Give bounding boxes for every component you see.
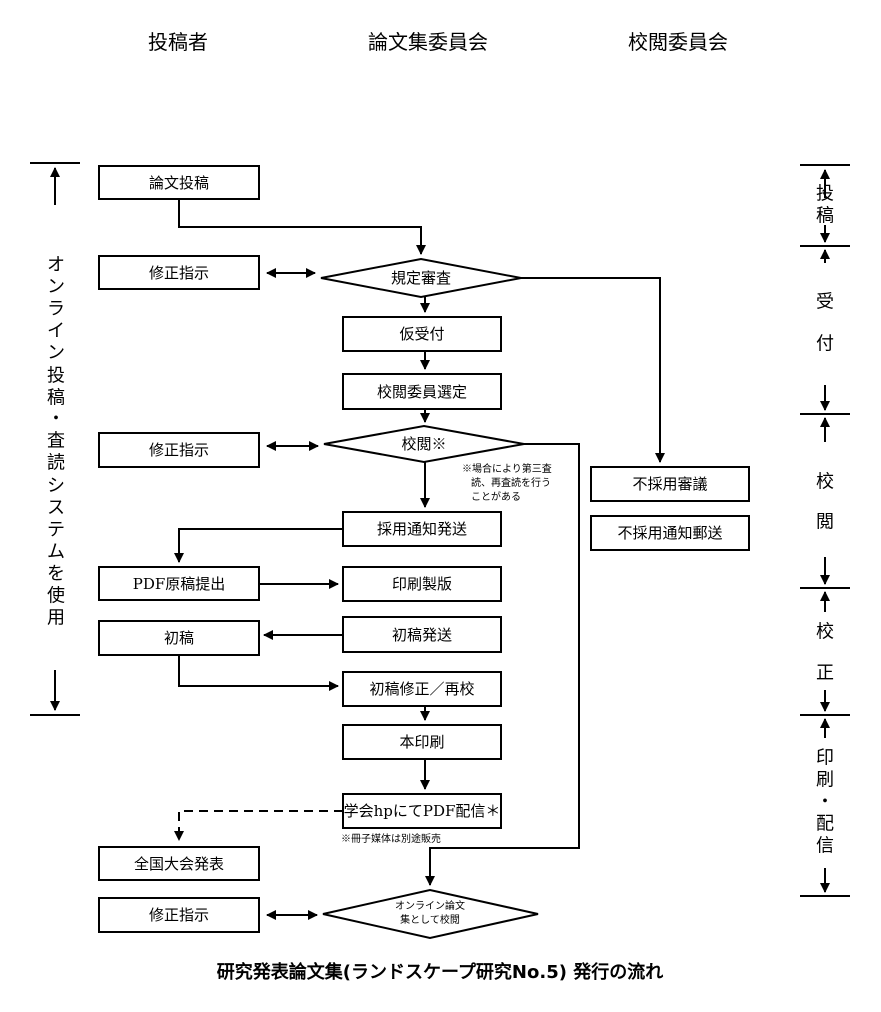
left-label-char: ラ [47, 299, 65, 320]
left-label-char: 使 [47, 586, 65, 607]
stage-submit-char: 稿 [816, 206, 834, 227]
left-label-char: シ [47, 476, 65, 497]
left-label-char: 稿 [47, 388, 65, 409]
label-review: 校閲※ [401, 435, 446, 453]
box-reviewer-select [342, 373, 502, 410]
label-final-print: 本印刷 [399, 733, 444, 751]
stage-proof-char: 校 [816, 622, 834, 643]
label-revision-2: 修正指示 [149, 441, 209, 459]
diamond-online-review [322, 888, 539, 940]
column-header-committee: 論文集委員会 [368, 30, 488, 54]
label-pdf-delivery: 学会hpにてPDF配信＊ [344, 802, 501, 820]
box-revision-2 [98, 432, 260, 468]
left-label-char: ム [47, 542, 65, 563]
left-label-char: イ [47, 321, 65, 342]
left-label-char: ン [47, 343, 65, 364]
label-online-review-line1: オンライン論文 [395, 899, 465, 912]
label-first-proof: 初稿 [164, 629, 194, 647]
stage-review-char: 閲 [816, 512, 834, 533]
stage-submit-char: 投 [816, 184, 834, 205]
label-print-plate: 印刷製版 [392, 575, 452, 593]
label-national-conference: 全国大会発表 [134, 855, 224, 873]
left-label-char: ン [47, 277, 65, 298]
box-rejection-notice [590, 515, 750, 551]
box-revision-1 [98, 255, 260, 290]
stage-accept-char: 受 [816, 292, 834, 313]
label-provisional: 仮受付 [399, 325, 444, 343]
box-national-conference [98, 846, 260, 881]
review-note-line1: ※場合により第三査 [462, 462, 552, 475]
label-rejection-notice: 不採用通知郵送 [617, 524, 722, 542]
left-label-char: ・ [47, 409, 65, 430]
left-label-char: 投 [47, 366, 65, 387]
box-rejection-deliberation [590, 466, 750, 502]
label-online-review-line2: 集として校閲 [400, 913, 460, 926]
left-label-char: 査 [47, 431, 65, 452]
stage-review-char: 校 [816, 472, 834, 493]
column-header-author: 投稿者 [148, 30, 208, 54]
stage-print-char: 配 [816, 814, 834, 835]
label-first-proof-send: 初稿発送 [392, 626, 452, 644]
stage-print-char: 刷 [816, 770, 834, 791]
stage-print-char: ・ [816, 792, 834, 813]
booklet-note: ※冊子媒体は別途販売 [341, 832, 441, 845]
left-label-char: ス [47, 498, 65, 519]
left-label-char: オ [47, 255, 65, 276]
stage-print-char: 信 [816, 836, 834, 857]
stage-print-char: 印 [816, 748, 834, 769]
box-final-print [342, 724, 502, 760]
label-pdf-submit: PDF原稿提出 [133, 575, 226, 593]
review-note-line2: 読、再査読を行う [471, 476, 551, 489]
label-rejection-deliberation: 不採用審議 [632, 475, 707, 493]
label-acceptance-notice: 採用通知発送 [377, 520, 467, 538]
stage-accept-char: 付 [816, 334, 834, 355]
column-header-review: 校閲委員会 [628, 30, 728, 54]
left-label-char: 読 [47, 453, 65, 474]
box-first-proof-fix [342, 671, 502, 707]
box-revision-3 [98, 897, 260, 933]
left-label-char: 用 [47, 608, 65, 629]
label-reviewer-select: 校閲委員選定 [377, 383, 467, 401]
label-revision-3: 修正指示 [149, 906, 209, 924]
left-label-char: を [47, 564, 65, 585]
label-rule-check: 規定審査 [391, 269, 451, 287]
stage-proof-char: 正 [816, 663, 834, 684]
diagram-caption: 研究発表論文集(ランドスケープ研究No.5) 発行の流れ [217, 961, 663, 983]
review-note-line3: ことがある [471, 490, 521, 503]
label-submission: 論文投稿 [149, 174, 209, 192]
label-first-proof-fix: 初稿修正／再校 [369, 680, 474, 698]
left-label-char: テ [47, 520, 65, 541]
box-print-plate [342, 566, 502, 602]
label-revision-1: 修正指示 [149, 264, 209, 282]
box-provisional [342, 316, 502, 352]
